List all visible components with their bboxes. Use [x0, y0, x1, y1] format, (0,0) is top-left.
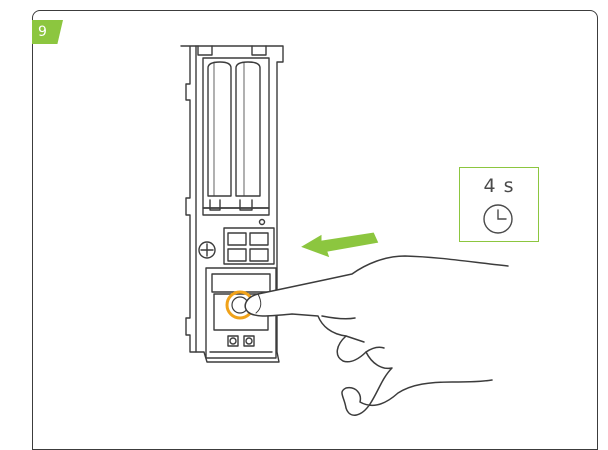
- hand-illustration: [244, 255, 509, 416]
- timer-label: 4 s: [483, 175, 515, 197]
- device-back-plate: [180, 45, 284, 363]
- clock-icon: [483, 204, 513, 234]
- timer-box: 4 s: [459, 167, 539, 242]
- battery-left: [207, 61, 232, 197]
- screw: [198, 241, 216, 259]
- battery-right: [235, 61, 261, 197]
- direction-arrow: [298, 231, 380, 259]
- step-number-badge: 9: [32, 20, 63, 44]
